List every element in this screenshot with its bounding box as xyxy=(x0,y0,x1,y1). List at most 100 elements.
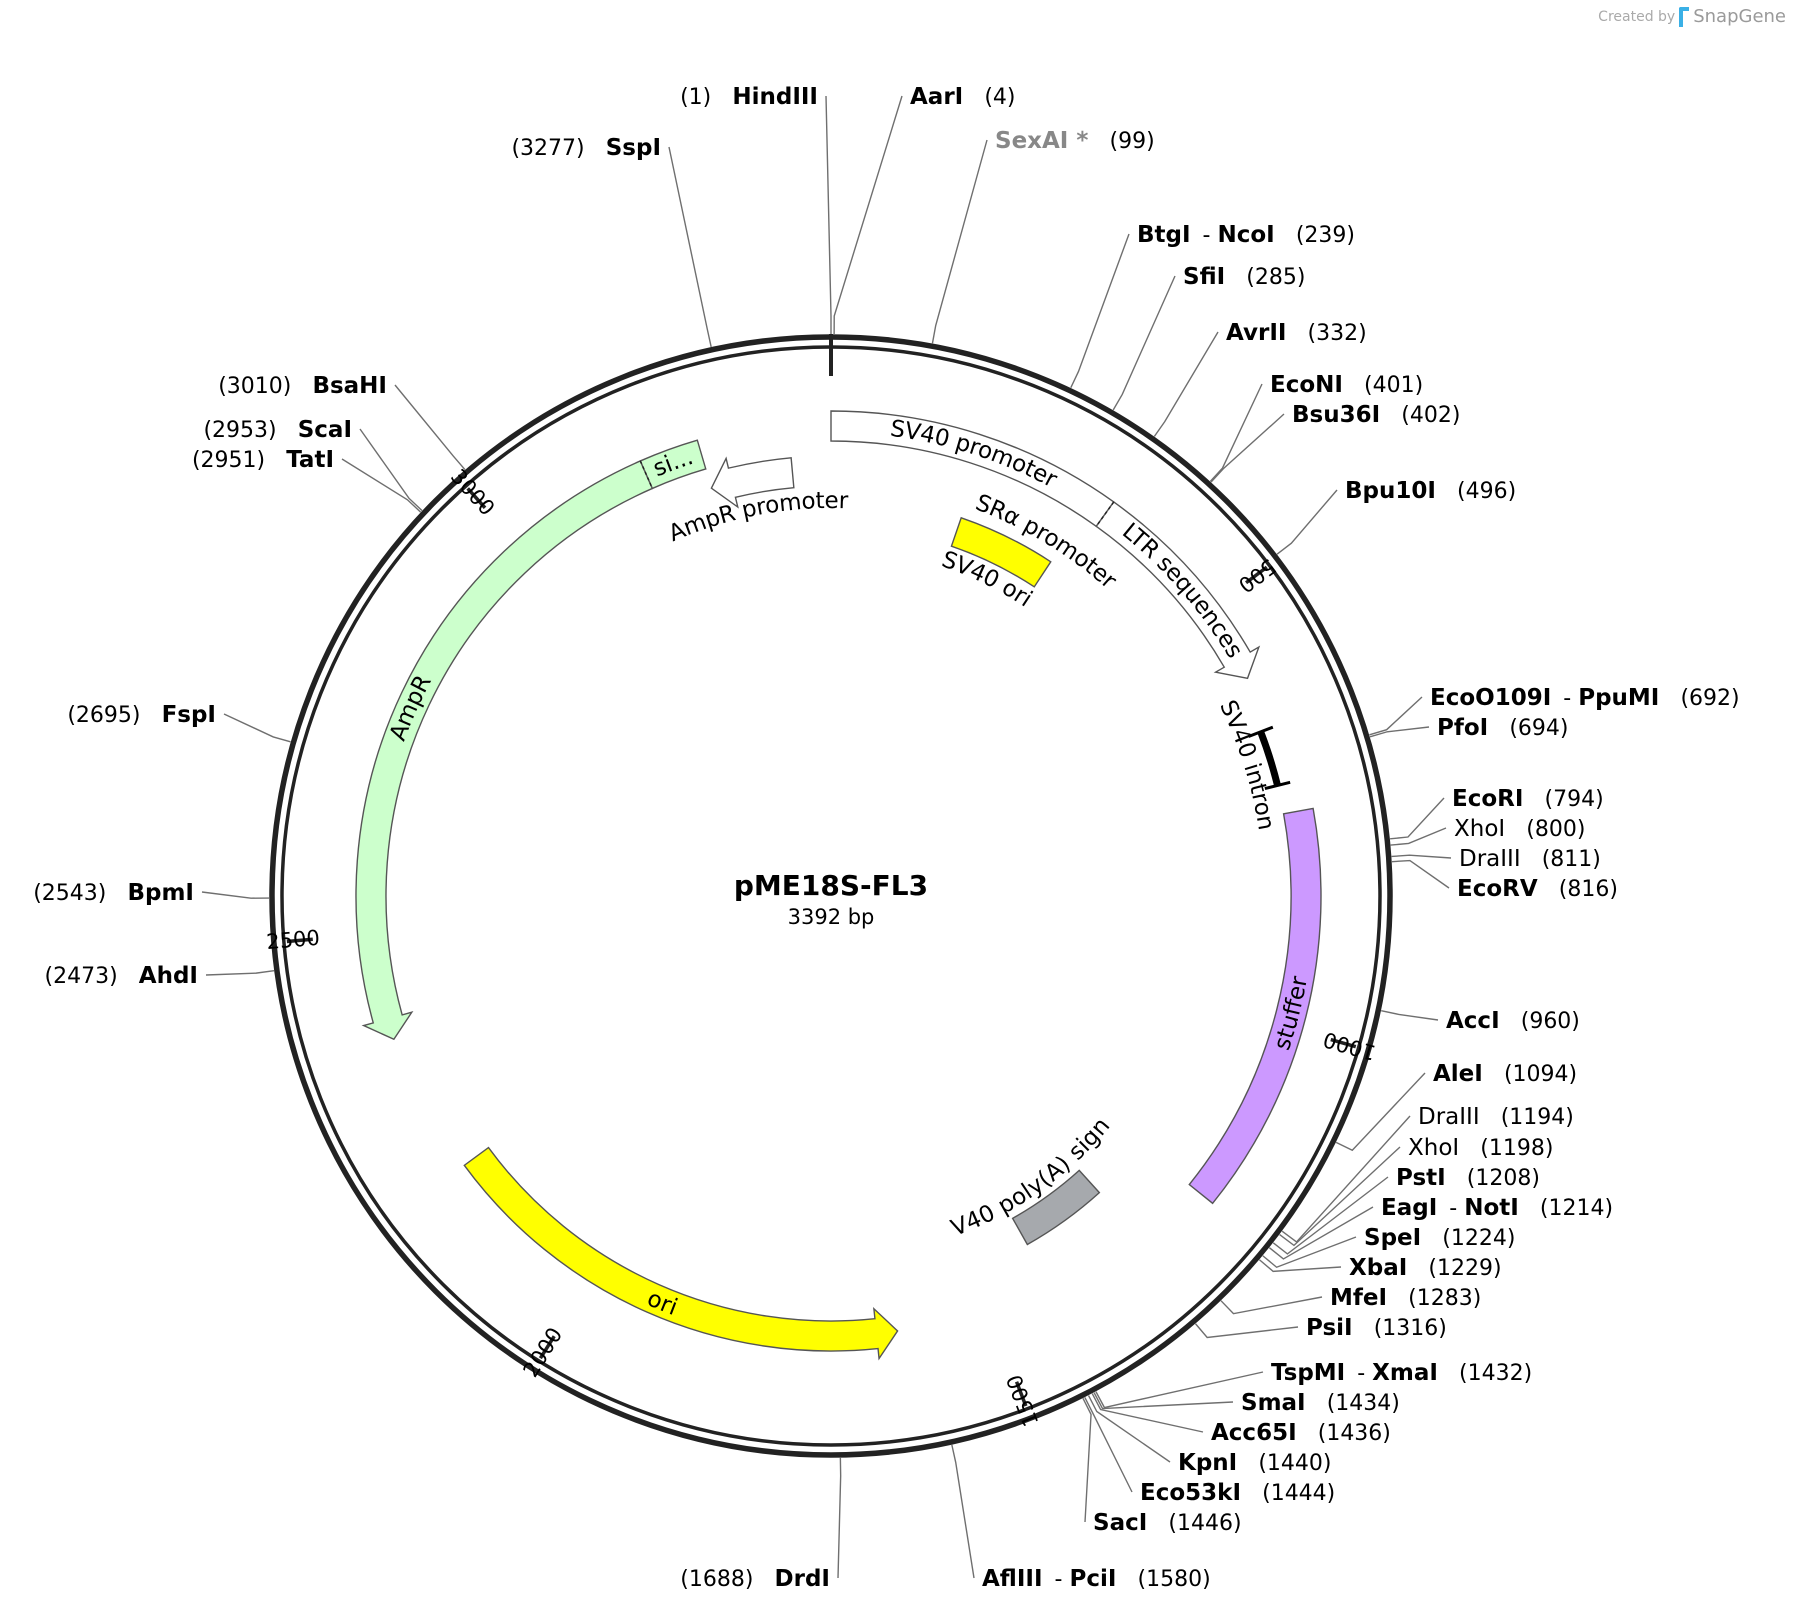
site-position: (1214) xyxy=(1540,1196,1613,1221)
site-name: EcoNI xyxy=(1270,372,1343,398)
leader-ecorv-816 xyxy=(1391,859,1450,889)
credit-prefix: Created by xyxy=(1598,8,1676,25)
site-sspi-3277[interactable]: (3277) SspI xyxy=(511,135,661,161)
site-tspmi-1432[interactable]: TspMI- XmaI (1432) xyxy=(1271,1360,1532,1386)
site-pfoi-694[interactable]: PfoI (694) xyxy=(1437,715,1569,741)
site-drdi-1688[interactable]: (1688) DrdI xyxy=(680,1566,830,1592)
site-dash: - xyxy=(1563,686,1578,711)
feature-sv40-polya[interactable]: SV40 poly(A) signal xyxy=(0,0,1115,1246)
feature-shape-ampr-promoter xyxy=(710,456,795,509)
feature-ori[interactable]: ori xyxy=(463,1146,899,1361)
leader-xbai-1229 xyxy=(1258,1259,1342,1273)
feature-cap-sv40-intron xyxy=(1264,780,1291,791)
site-alei-1094[interactable]: AleI (1094) xyxy=(1433,1061,1577,1087)
feature-sv40-intron[interactable]: SV40 intron xyxy=(1199,654,1291,884)
site-name-2: PciI xyxy=(1069,1566,1116,1592)
site-tati-2951[interactable]: (2951) TatI xyxy=(192,447,334,473)
site-acci-960[interactable]: AccI (960) xyxy=(1446,1008,1580,1034)
site-sfii-285[interactable]: SfiI (285) xyxy=(1183,264,1305,290)
site-name: DraIII xyxy=(1459,846,1521,872)
site-acc65i-1436[interactable]: Acc65I (1436) xyxy=(1211,1420,1391,1446)
site-position: (1688) xyxy=(680,1567,753,1592)
site-hindiii-1[interactable]: (1) HindIII xyxy=(680,84,818,110)
feature-label-text-ltr-sequences: LTR sequences xyxy=(1118,518,1248,663)
feature-shape-ori xyxy=(463,1146,899,1361)
site-psti-1208[interactable]: PstI (1208) xyxy=(1396,1165,1540,1191)
site-position: (1198) xyxy=(1480,1136,1553,1161)
leader-saci-1446 xyxy=(1082,1398,1092,1523)
site-fspi-2695[interactable]: (2695) FspI xyxy=(67,702,216,728)
site-name: MfeI xyxy=(1330,1285,1387,1311)
site-position: (694) xyxy=(1509,716,1568,741)
leader-bpmi-2543 xyxy=(201,891,270,899)
site-leader-lines xyxy=(201,95,1452,1579)
site-name: AvrII xyxy=(1226,320,1286,346)
site-avrii-332[interactable]: AvrII (332) xyxy=(1226,320,1367,346)
site-name: Bpu10I xyxy=(1345,478,1436,504)
site-sexai-99[interactable]: SexAI * (99) xyxy=(995,128,1155,154)
site-position: (402) xyxy=(1401,403,1460,428)
site-position: (1436) xyxy=(1318,1421,1391,1446)
site-xhoi-1198[interactable]: XhoI (1198) xyxy=(1408,1135,1553,1161)
site-bpu10i-496[interactable]: Bpu10I (496) xyxy=(1345,478,1516,504)
site-ecori-794[interactable]: EcoRI (794) xyxy=(1452,786,1604,812)
site-psii-1316[interactable]: PsiI (1316) xyxy=(1306,1315,1447,1341)
site-position: (332) xyxy=(1308,321,1367,346)
site-bsahi-3010[interactable]: (3010) BsaHI xyxy=(218,373,387,399)
site-xbai-1229[interactable]: XbaI (1229) xyxy=(1349,1255,1502,1281)
site-ahdi-2473[interactable]: (2473) AhdI xyxy=(45,963,198,989)
feature-ltr-sequences[interactable]: LTR sequences xyxy=(1088,500,1261,696)
feature-label-ltr-sequences: LTR sequences xyxy=(1118,518,1248,663)
site-spei-1224[interactable]: SpeI (1224) xyxy=(1364,1225,1515,1251)
site-bsu36i-402[interactable]: Bsu36I (402) xyxy=(1292,402,1460,428)
site-position: (1446) xyxy=(1168,1511,1241,1536)
site-dash: - xyxy=(1357,1361,1372,1386)
site-eagi-1214[interactable]: EagI- NotI (1214) xyxy=(1381,1195,1613,1221)
feature-shape-sv40-polya xyxy=(1011,1169,1101,1246)
site-scai-2953[interactable]: (2953) ScaI xyxy=(203,417,352,443)
site-position: (816) xyxy=(1559,877,1618,902)
site-draiii-1194[interactable]: DraIII (1194) xyxy=(1418,1104,1574,1130)
leader-tati-2951 xyxy=(341,458,422,513)
leader-drdi-1688 xyxy=(837,1457,842,1579)
site-ecoo109i-692[interactable]: EcoO109I- PpuMI (692) xyxy=(1430,685,1740,711)
plasmid-name: pME18S-FL3 xyxy=(734,869,928,902)
site-eco53ki-1444[interactable]: Eco53kI (1444) xyxy=(1140,1480,1335,1506)
site-afliii-1580[interactable]: AflIII- PciI (1580) xyxy=(982,1566,1211,1592)
feature-stuffer[interactable]: stuffer xyxy=(1188,807,1322,1205)
feature-ampr[interactable]: AmpR xyxy=(355,460,654,1041)
leader-draiii-1194 xyxy=(1281,1115,1411,1243)
site-kpni-1440[interactable]: KpnI (1440) xyxy=(1178,1450,1331,1476)
feature-cap-sv40-intron xyxy=(1248,725,1274,738)
site-aari-4[interactable]: AarI (4) xyxy=(910,84,1016,110)
site-name: TatI xyxy=(286,447,334,473)
site-name: BtgI xyxy=(1137,222,1191,248)
site-name: SspI xyxy=(606,135,661,161)
site-xhoi-800[interactable]: XhoI (800) xyxy=(1454,816,1585,842)
site-position: (1440) xyxy=(1258,1451,1331,1476)
site-bpmi-2543[interactable]: (2543) BpmI xyxy=(33,880,194,906)
site-smai-1434[interactable]: SmaI (1434) xyxy=(1241,1390,1400,1416)
center-label: pME18S-FL3 3392 bp xyxy=(734,869,928,929)
site-mfei-1283[interactable]: MfeI (1283) xyxy=(1330,1285,1481,1311)
site-position: (1094) xyxy=(1504,1062,1577,1087)
site-position: (794) xyxy=(1545,787,1604,812)
site-position: (2543) xyxy=(33,881,106,906)
site-ecorv-816[interactable]: EcoRV (816) xyxy=(1457,876,1618,902)
feature-shape-stuffer xyxy=(1188,807,1322,1205)
site-position: (1229) xyxy=(1428,1256,1501,1281)
site-btgi-239[interactable]: BtgI- NcoI (239) xyxy=(1137,222,1355,248)
site-name: SacI xyxy=(1093,1510,1147,1536)
feature-label-sv40-promoter: SV40 promoter xyxy=(889,415,1062,493)
site-name-2: XmaI xyxy=(1372,1360,1438,1386)
leader-sspi-3277 xyxy=(668,146,712,348)
site-name: AflIII xyxy=(982,1566,1043,1592)
tick-2000 xyxy=(538,1335,556,1360)
site-name: AarI xyxy=(910,84,963,110)
site-name: KpnI xyxy=(1178,1450,1237,1476)
site-saci-1446[interactable]: SacI (1446) xyxy=(1093,1510,1242,1536)
feature-sv40-promoter[interactable]: SV40 promoter xyxy=(830,410,1115,528)
site-econi-401[interactable]: EcoNI (401) xyxy=(1270,372,1423,398)
site-draiii-811[interactable]: DraIII (811) xyxy=(1459,846,1601,872)
